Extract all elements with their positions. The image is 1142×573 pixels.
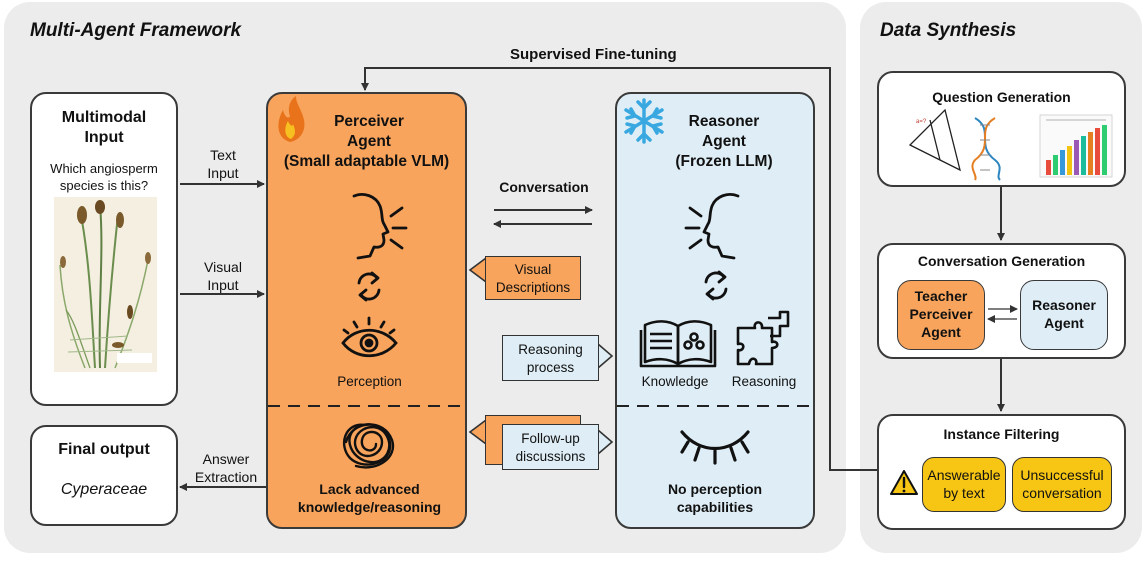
instance-filtering-title: Instance Filtering [943,426,1060,442]
warning-icon [890,470,918,495]
reasoning-process-callout: Reasoning process [502,335,599,381]
teacher-l1: Teacher [914,288,968,304]
final-output-box [30,425,178,526]
plant-illustration [54,197,157,372]
answerable-l2: by text [943,485,985,501]
teacher-l3: Agent [921,324,961,340]
data-synthesis-title: Data Synthesis [880,20,1017,41]
reasoning-callout-tail [597,343,614,369]
perceiver-title-l1: Perceiver [334,113,404,130]
followup-discussions-callout: Follow-up discussions [502,424,599,470]
unsuccessful-l2: conversation [1022,485,1102,501]
perceiver-title-l2: Agent [347,133,391,150]
answer-extraction-l2: Extraction [194,469,258,485]
answerable-by-text-badge: Answerable by text [922,457,1006,512]
multimodal-title-l1: Multimodal [61,109,147,126]
knowledge-label: Knowledge [641,374,709,389]
unsuccessful-conversation-badge: Unsuccessful conversation [1012,457,1112,512]
visual-callout-l2: Descriptions [495,280,571,295]
geometry-thumbnail: a=? [908,108,961,172]
final-output-value: Cyperaceae [60,481,148,498]
speaking-head-icon-perceiver [352,193,408,260]
multimodal-title-l2: Input [84,129,124,146]
answer-extraction-l1: Answer [202,451,250,467]
conversation-generation-title: Conversation Generation [917,253,1086,269]
reasoner-title-l2: Agent [702,133,746,150]
followup-callout-tail [597,429,614,455]
refresh-icon-perceiver [357,271,381,302]
perception-label: Perception [337,374,402,389]
reasoning-label: Reasoning [731,374,797,389]
dna-thumbnail [971,117,1001,181]
closed-eye-icon [680,430,750,465]
perceiver-title-l3: (Small adaptable VLM) [283,153,450,170]
conversation-label: Conversation [499,179,589,195]
followup-shadow-tail [468,419,487,445]
visual-input-l1: Visual [204,259,242,275]
speaking-head-icon-reasoner [684,193,740,260]
no-perception-l1: No perception [667,481,763,497]
refresh-icon-reasoner [704,270,728,301]
followup-callout-l2: discussions [515,449,586,464]
lack-label-l1: Lack advanced [319,481,420,497]
puzzle-icon [736,310,790,366]
mini-reasoner-l2: Agent [1044,315,1084,331]
snowflake-icon [624,98,664,144]
question-generation-title: Question Generation [932,89,1071,105]
no-perception-l2: capabilities [676,499,754,515]
teacher-perceiver-box [897,280,985,350]
sft-arrow [361,67,877,471]
question-l2: species is this? [59,178,149,193]
flame-icon [278,96,305,142]
unsuccessful-l1: Unsuccessful [1020,467,1104,483]
reasoner-title-l1: Reasoner [688,113,760,130]
text-input-l2: Input [207,165,239,181]
book-icon [639,320,717,368]
visual-callout-tail [468,257,487,283]
question-l1: Which angiosperm [50,161,158,176]
sft-label: Supervised Fine-tuning [510,46,677,63]
multi-agent-title: Multi-Agent Framework [30,20,242,41]
visual-input-l2: Input [207,277,239,293]
teacher-l2: Perceiver [909,306,973,322]
visual-callout-l1: Visual [514,262,552,277]
reasoner-agent-mini-box [1020,280,1108,350]
svg-text:a=?: a=? [916,119,927,125]
bar-chart-thumbnail [1039,114,1113,178]
lack-label-l2: knowledge/reasoning [297,499,442,515]
reasoning-callout-l1: Reasoning [518,342,583,357]
mini-reasoner-l1: Reasoner [1032,297,1096,313]
answerable-l1: Answerable [927,467,1001,483]
reasoning-callout-l2: process [526,360,575,375]
final-output-title: Final output [58,441,150,458]
scribble-icon [343,423,395,469]
reasoner-title-l3: (Frozen LLM) [675,153,773,170]
text-input-l1: Text [210,147,236,163]
eye-icon [341,316,398,357]
followup-callout-l1: Follow-up [521,431,580,446]
visual-descriptions-callout: Visual Descriptions [485,256,581,300]
